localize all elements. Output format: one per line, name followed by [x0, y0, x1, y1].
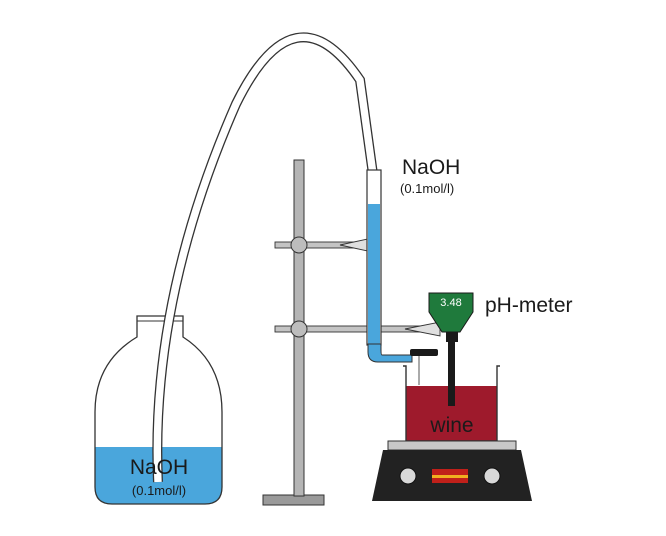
ph-meter [428, 292, 474, 333]
magnetic-stirrer [372, 440, 532, 501]
beaker-content-label: wine [430, 414, 474, 437]
bottle-concentration-label: (0.1mol/l) [131, 483, 187, 498]
ph-meter-body [428, 292, 474, 333]
delivery-tube [152, 32, 381, 483]
knob-icon [399, 467, 417, 485]
clamp-icon [290, 320, 308, 338]
bottle-outline [94, 315, 223, 505]
stirrer-display-stripe [432, 475, 468, 478]
knob-icon [483, 467, 501, 485]
burette-reagent-label: NaOH [402, 156, 461, 179]
burette-outlet [367, 343, 413, 363]
ph-electrode [446, 330, 458, 406]
burette-stopcock [410, 349, 438, 356]
burette-liquid [368, 204, 380, 344]
bottle-reagent-label: NaOH [129, 456, 189, 479]
electrode-rod [448, 340, 455, 406]
burette [366, 169, 438, 385]
ph-meter-label: pH-meter [485, 294, 573, 317]
stirrer-plate [387, 440, 517, 451]
ph-meter-reading: 3.48 [440, 297, 462, 309]
burette-concentration-label: (0.1mol/l) [400, 181, 455, 196]
clamp-jaw-lower [404, 321, 441, 337]
clamp-icon [290, 236, 308, 254]
retort-stand [262, 159, 441, 506]
